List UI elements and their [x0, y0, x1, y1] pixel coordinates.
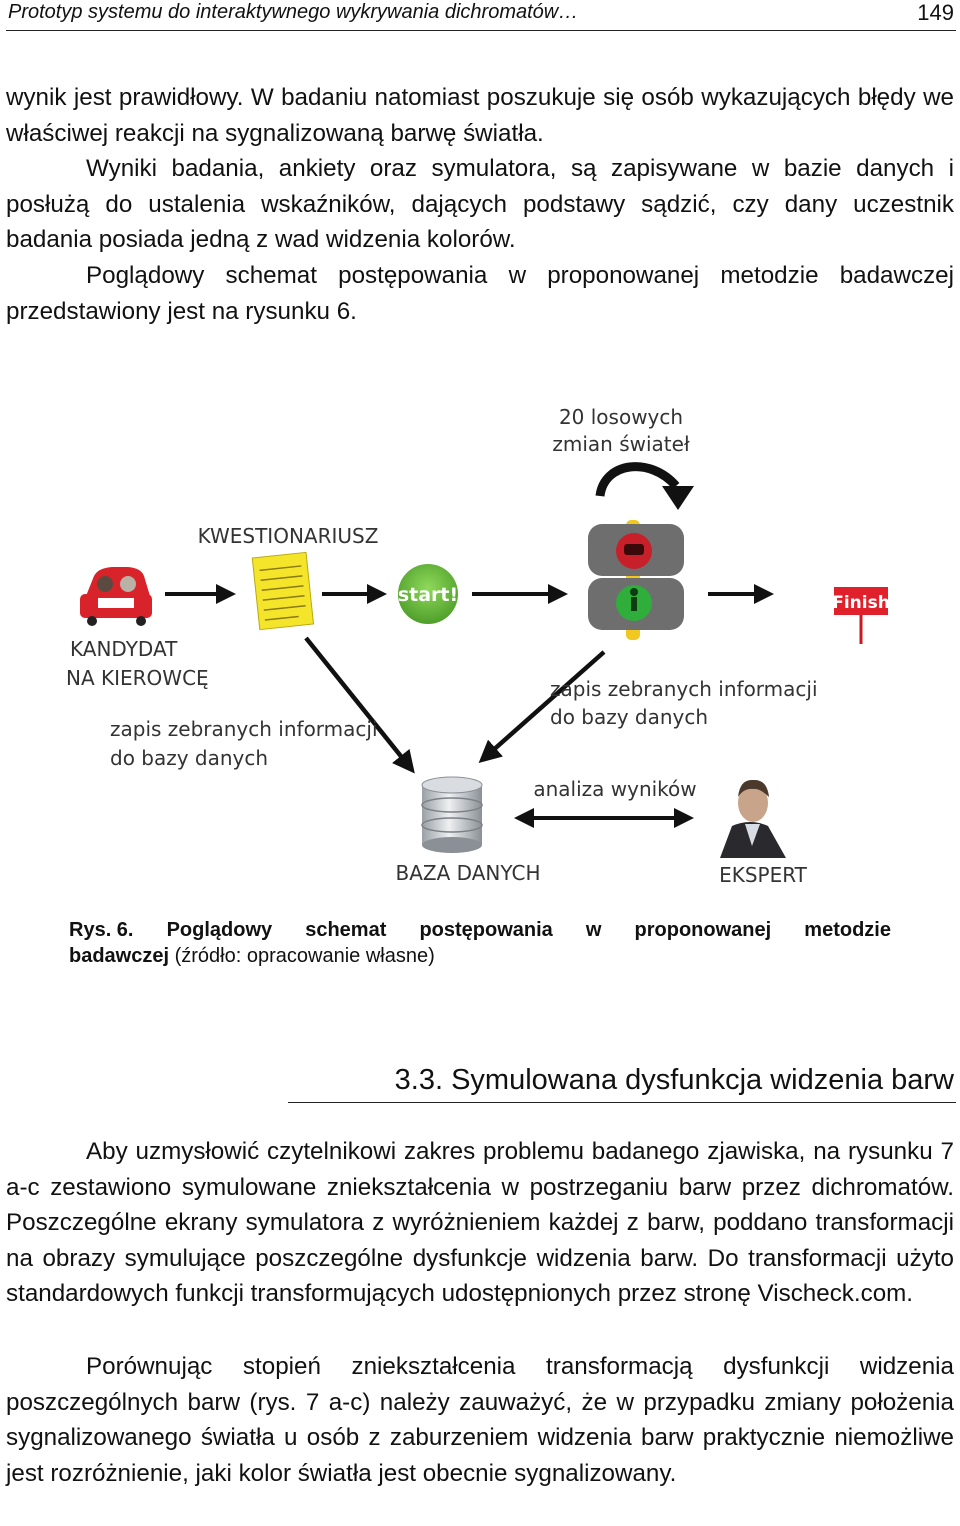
candidate-label-2: NA KIEROWCĘ: [66, 666, 209, 690]
caption-word: postępowania: [419, 919, 553, 941]
paragraph-1: wynik jest prawidłowy. W badaniu natomia…: [6, 84, 954, 147]
caption-word: w: [585, 919, 602, 941]
questionnaire-label: KWESTIONARIUSZ: [198, 524, 379, 548]
database-label: BAZA DANYCH: [396, 861, 541, 885]
caption-line-1: Rys. 6. Poglądowy schemat postępowania w…: [69, 917, 891, 943]
save-info-right-2: do bazy danych: [550, 705, 708, 729]
database-icon: [421, 776, 483, 853]
traffic-light-icon: [588, 520, 684, 640]
caption-word: schemat: [305, 919, 387, 941]
questionnaire-icon: [251, 551, 315, 631]
figure-caption: Rys. 6. Poglądowy schemat postępowania w…: [69, 917, 891, 969]
flow-diagram: 20 losowych zmian świateł KWESTIONARIUSZ…: [66, 405, 890, 887]
cycle-arrow-icon: [595, 462, 680, 497]
paragraph-4: Aby uzmysłowić czytelnikowi zakres probl…: [6, 1138, 954, 1308]
paragraph-2: Wyniki badania, ankiety oraz symulatora,…: [6, 155, 954, 254]
caption-word: Poglądowy: [166, 919, 273, 941]
save-info-left-1: zapis zebranych informacji: [110, 717, 378, 741]
caption-label: Rys. 6.: [69, 919, 134, 941]
running-header: Prototyp systemu do interaktywnego wykry…: [6, 0, 956, 31]
section-heading: 3.3. Symulowana dysfunkcja widzenia barw: [288, 1062, 956, 1103]
paragraph-3: Poglądowy schemat postępowania w propono…: [6, 262, 954, 325]
expert-avatar-icon: [720, 779, 786, 858]
caption-word: proponowanej: [634, 919, 772, 941]
caption-source: (źródło: opracowanie własne): [174, 945, 435, 967]
random-changes-label-2: zmian świateł: [552, 432, 690, 456]
save-info-left-2: do bazy danych: [110, 746, 268, 770]
section-title: 3.3. Symulowana dysfunkcja widzenia barw: [394, 1064, 954, 1096]
start-label: start!: [398, 584, 458, 606]
candidate-label-1: KANDYDAT: [70, 637, 178, 661]
page-number: 149: [917, 0, 954, 25]
cycle-arrow-head: [662, 486, 694, 510]
paragraph-5: Porównując stopień zniekształcenia trans…: [6, 1353, 954, 1487]
candidate-car-icon: [80, 567, 152, 626]
arrow-to-database-right: [478, 650, 606, 763]
start-button-icon: [398, 564, 458, 624]
random-changes-label-1: 20 losowych: [559, 405, 683, 429]
caption-bold-word: badawczej: [69, 945, 170, 967]
finish-flag-icon: [834, 587, 888, 644]
analysis-label: analiza wyników: [533, 777, 696, 801]
header-title: Prototyp systemu do interaktywnego wykry…: [8, 1, 579, 23]
finish-label: Finish: [832, 593, 890, 613]
save-info-right-1: zapis zebranych informacji: [550, 677, 818, 701]
caption-line-2: badawczej (źródło: opracowanie własne): [69, 943, 891, 969]
caption-word: metodzie: [804, 919, 891, 941]
arrow-to-database-left: [304, 636, 415, 774]
expert-label: EKSPERT: [719, 863, 808, 887]
